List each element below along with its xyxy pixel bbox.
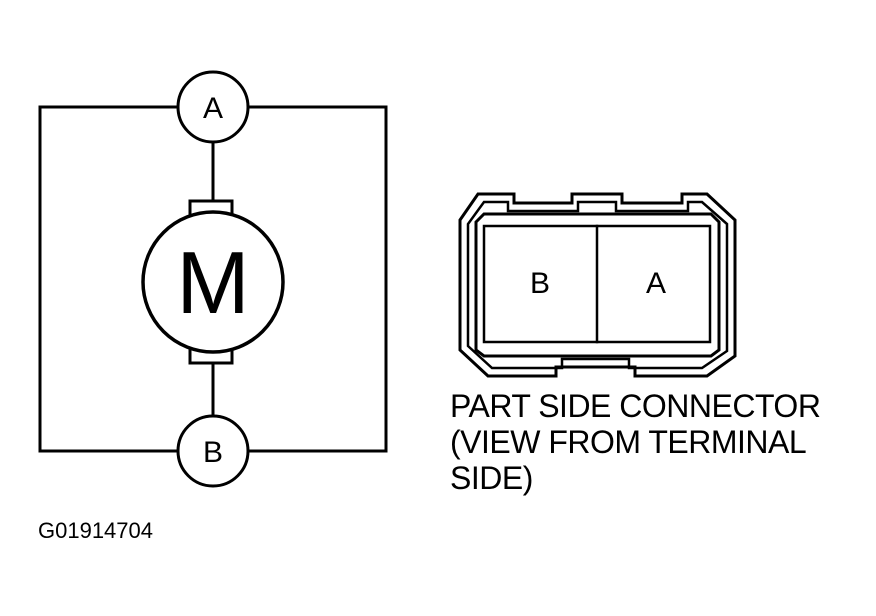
left-wire — [38, 105, 180, 453]
caption-line-1: PART SIDE CONNECTOR — [450, 388, 821, 424]
circuit-wiring — [38, 105, 388, 453]
motor-symbol: M — [141, 199, 285, 365]
terminal-a: A — [176, 70, 250, 144]
terminal-a-circle — [176, 70, 250, 144]
terminal-b-label: B — [203, 436, 223, 469]
part-side-connector: B A — [458, 192, 737, 378]
caption-line-2: (VIEW FROM TERMINAL — [450, 424, 807, 460]
cavity-b-label: B — [530, 267, 550, 300]
right-wire — [246, 105, 388, 453]
connector-shell-inner-edge — [466, 200, 729, 370]
caption-line-3: SIDE) — [450, 460, 533, 496]
motor-circle — [141, 210, 285, 354]
terminal-a-label: A — [203, 92, 223, 125]
terminal-b: B — [176, 414, 250, 488]
connector-outer-shell — [458, 192, 737, 378]
motor-letter: M — [176, 233, 249, 332]
cavity-a-label: A — [646, 267, 666, 300]
figure-id: G01914704 — [38, 518, 153, 543]
terminal-b-circle — [176, 414, 250, 488]
connector-caption: PART SIDE CONNECTOR (VIEW FROM TERMINAL … — [450, 388, 821, 496]
connector-inner-frame — [474, 212, 721, 358]
